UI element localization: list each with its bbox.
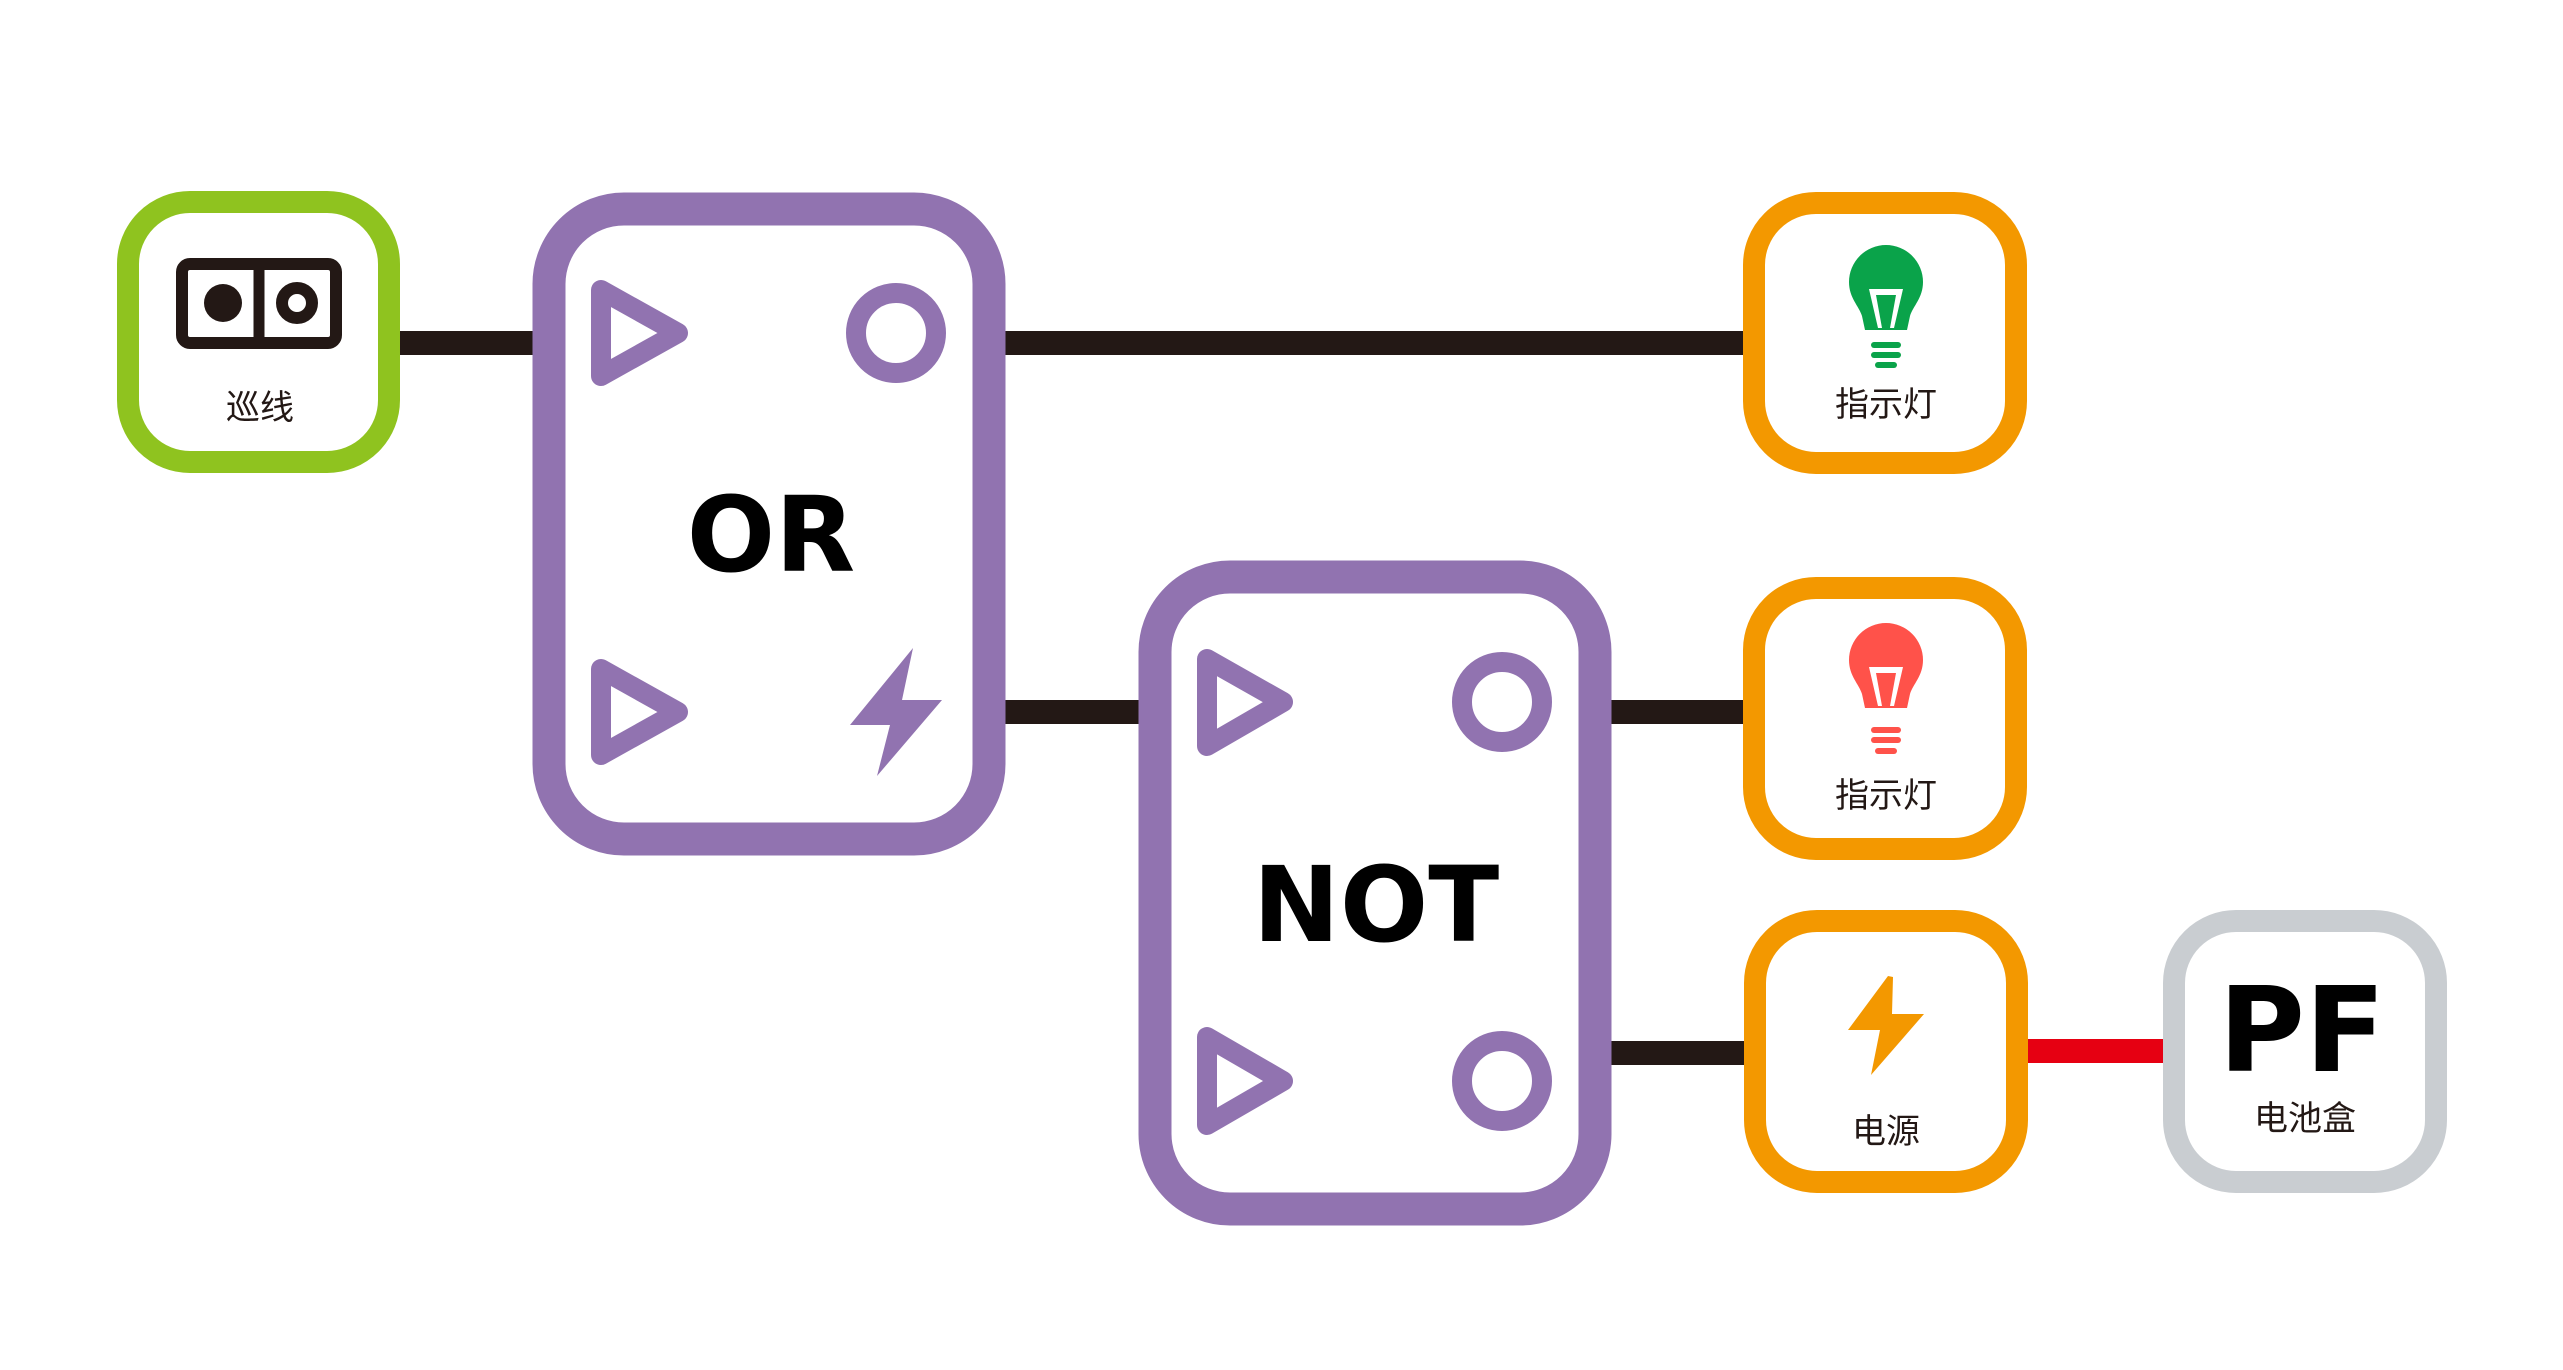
indicator-light-red-module[interactable]: 指示灯 bbox=[1743, 577, 2027, 860]
wire-or-to-green-indicator bbox=[1003, 331, 1745, 355]
battery-box-title: PF bbox=[2218, 961, 2385, 1099]
wire-power-to-battery bbox=[2026, 1039, 2166, 1063]
output-circle-icon bbox=[846, 283, 946, 383]
or-gate-label: OR bbox=[687, 474, 856, 596]
power-module[interactable]: 电源 bbox=[1744, 910, 2028, 1193]
line-sensor-label: 巡线 bbox=[226, 388, 294, 428]
indicator-green-frame bbox=[1743, 192, 2027, 474]
power-bolt-icon bbox=[850, 648, 942, 776]
input-triangle-icon bbox=[1197, 649, 1293, 756]
not-gate-module[interactable]: NOT bbox=[1138, 560, 1612, 1226]
input-triangle-icon bbox=[591, 280, 688, 386]
input-triangle-icon bbox=[1197, 1027, 1293, 1135]
not-gate-label: NOT bbox=[1253, 844, 1499, 966]
power-label: 电源 bbox=[1852, 1112, 1920, 1152]
battery-box-label: 电池盒 bbox=[2254, 1099, 2356, 1139]
or-gate-module[interactable]: OR bbox=[532, 192, 1006, 856]
wire-sensor-to-or bbox=[398, 331, 535, 355]
indicator-red-label: 指示灯 bbox=[1835, 776, 1937, 816]
output-circle-icon bbox=[1452, 652, 1552, 752]
input-triangle-icon bbox=[591, 659, 688, 765]
lightning-bolt-icon bbox=[1848, 976, 1924, 1075]
light-bulb-icon bbox=[1849, 623, 1923, 754]
indicator-light-green-module[interactable]: 指示灯 bbox=[1743, 192, 2027, 474]
indicator-green-label: 指示灯 bbox=[1835, 385, 1937, 425]
battery-box-module[interactable]: PF 电池盒 bbox=[2163, 910, 2447, 1193]
wire-or-to-not bbox=[1003, 700, 1140, 724]
light-bulb-icon bbox=[1849, 245, 1923, 368]
output-circle-icon bbox=[1452, 1031, 1552, 1131]
battery-box-frame bbox=[2163, 910, 2447, 1193]
line-sensor-icon bbox=[176, 258, 342, 349]
wire-not-to-power bbox=[1609, 1041, 1745, 1065]
line-sensor-module[interactable]: 巡线 bbox=[117, 191, 400, 473]
wire-not-to-red-indicator bbox=[1609, 700, 1745, 724]
indicator-red-frame bbox=[1743, 577, 2027, 860]
